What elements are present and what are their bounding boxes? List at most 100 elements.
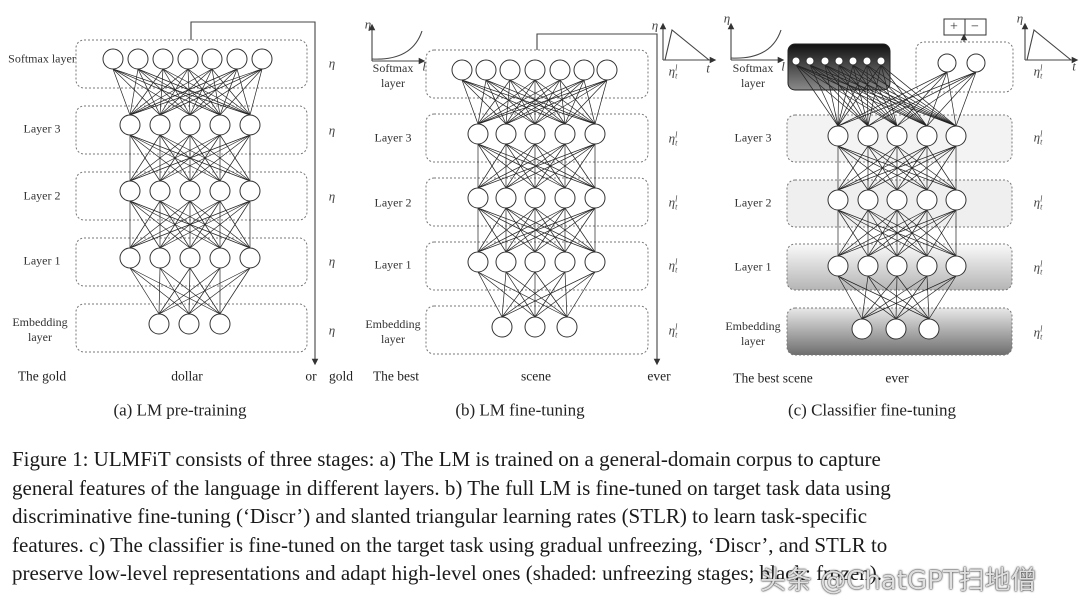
connection-edge [505, 207, 596, 253]
connection-edge [880, 64, 957, 127]
connection-edge [159, 68, 238, 116]
connection-edge [926, 71, 948, 127]
connection-edge [505, 271, 568, 318]
connection-edge [129, 200, 251, 249]
connection-edge [795, 64, 957, 127]
input-word: ever [647, 368, 671, 384]
chart-y-label: η [364, 16, 372, 32]
connection-edge [159, 267, 221, 315]
connection-edge [795, 64, 839, 127]
input-word: The best [372, 368, 420, 384]
chart-y-label: η [1016, 10, 1024, 26]
connection-edge [809, 64, 928, 127]
connection-edge [534, 79, 561, 125]
connection-edge [534, 143, 596, 189]
connection-edge [837, 64, 868, 127]
connection-edge [534, 79, 566, 125]
neuron-node [596, 59, 618, 81]
connection-edge [477, 143, 536, 189]
neuron-node [820, 56, 830, 66]
neuron-node [179, 247, 201, 269]
connection-edge [477, 207, 536, 253]
connection-edge [795, 64, 869, 127]
neuron-node [584, 123, 606, 145]
prediction-arrow [536, 33, 661, 366]
output-positive-label: + [950, 19, 958, 35]
connection-edge [219, 200, 251, 249]
neuron-node [876, 56, 886, 66]
connection-edge [837, 145, 957, 191]
layer-label-softmax: Softmax layer [372, 61, 414, 90]
connection-edge [867, 145, 957, 191]
connection-edge [795, 64, 898, 127]
neuron-node [791, 56, 801, 66]
neuron-node [239, 114, 261, 136]
neuron-node [451, 59, 473, 81]
connection-edge [477, 143, 507, 189]
neuron-node [467, 123, 489, 145]
connection-edge [559, 79, 596, 125]
layer-label-3: Layer 3 [23, 121, 61, 136]
layer-label-embedding: Embedding layer [365, 317, 421, 346]
chart-y-label: η [651, 17, 659, 33]
watermark: 头条 @ChatGPT扫地僧 [760, 566, 1037, 596]
connection-edge [461, 79, 507, 125]
neuron-node [848, 56, 858, 66]
connection-edge [219, 134, 251, 182]
connection-edge [162, 68, 191, 116]
neuron-node [209, 114, 231, 136]
connection-edge [837, 64, 840, 127]
connection-edge [534, 271, 568, 318]
neuron-node [827, 125, 849, 147]
connection-edge [837, 145, 898, 191]
connection-edge [162, 68, 251, 116]
neuron-node [524, 123, 546, 145]
connection-edge [501, 271, 596, 318]
connection-edge [236, 68, 251, 116]
connection-edge [566, 271, 596, 318]
connection-edge [509, 79, 566, 125]
connection-edge [926, 145, 957, 191]
connection-edge [505, 207, 566, 253]
neuron-node [886, 189, 908, 211]
connection-edge [112, 68, 221, 116]
connection-edge [505, 143, 596, 189]
caption-line: features. c) The classifier is fine-tune… [12, 532, 888, 557]
caption-line: discriminative fine-tuning (‘Discr’) and… [12, 504, 868, 528]
connection-edge [129, 68, 189, 116]
connection-edge [837, 64, 882, 127]
prediction-arrow [190, 21, 319, 366]
lr-label: η [328, 55, 336, 71]
neuron-node [127, 48, 149, 70]
neuron-node [495, 123, 517, 145]
connection-edge [187, 68, 221, 116]
neuron-node [499, 59, 521, 81]
connection-edge [861, 275, 869, 320]
neuron-node [886, 255, 908, 277]
connection-edge [137, 68, 251, 116]
neuron-node [119, 180, 141, 202]
neuron-node [916, 189, 938, 211]
chart-y-label: η [723, 10, 731, 26]
connection-edge [501, 271, 507, 318]
connection-edge [477, 143, 566, 189]
connection-edge [837, 209, 928, 257]
layer-box [425, 305, 649, 355]
neuron-node [178, 313, 200, 335]
connection-edge [129, 200, 161, 249]
connection-edge [159, 68, 189, 116]
neuron-node [857, 255, 879, 277]
connection-edge [559, 79, 566, 125]
layer-box [425, 241, 649, 291]
connection-edge [505, 143, 536, 189]
connection-edge [534, 79, 596, 125]
connection-edge [866, 64, 957, 127]
layer-label-1: Layer 1 [374, 257, 412, 272]
caption-line: Figure 1: ULMFiT consists of three stage… [12, 447, 881, 471]
neuron-node [916, 125, 938, 147]
